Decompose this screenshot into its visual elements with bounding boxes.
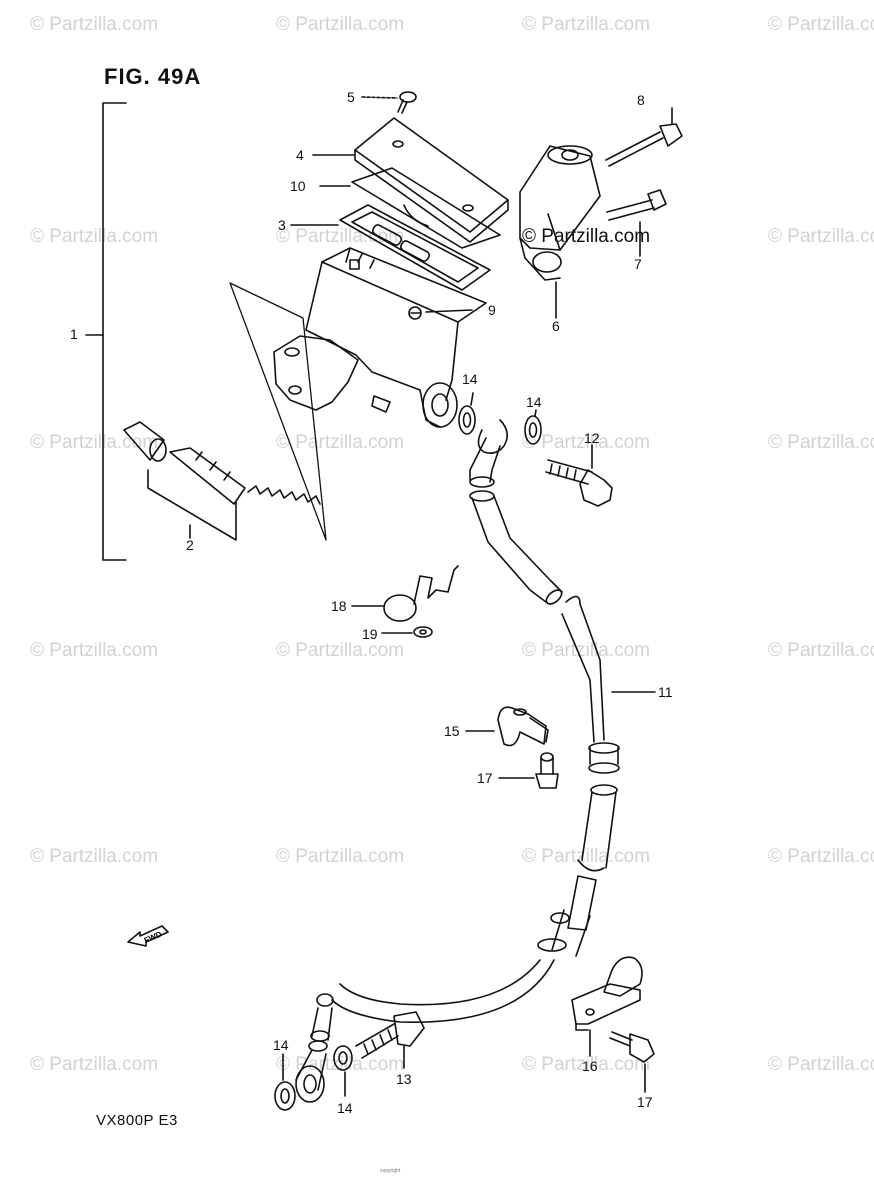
callout-14[interactable]: 14	[337, 1100, 353, 1116]
watermark: © Partzilla.com	[522, 846, 651, 867]
callout-3[interactable]: 3	[278, 217, 286, 233]
footer-note: copyright	[380, 1168, 401, 1174]
watermark: © Partzilla.com	[768, 640, 874, 661]
bolt-part-17	[609, 1031, 655, 1093]
washer-part-14	[528, 422, 538, 438]
callout-13[interactable]: 13	[396, 1071, 412, 1087]
callout-17[interactable]: 17	[637, 1094, 653, 1110]
washer-part-14	[458, 405, 476, 435]
callout-6[interactable]: 6	[552, 318, 560, 334]
watermark: © Partzilla.com	[30, 1054, 159, 1075]
reservoir-cap-part-4	[312, 117, 509, 243]
spring-clip-part-18	[351, 565, 459, 622]
watermark: © Partzilla.com	[30, 432, 159, 453]
watermark: © Partzilla.com	[768, 226, 874, 247]
washer-part-14	[333, 1045, 353, 1071]
watermark: © Partzilla.com	[276, 14, 405, 35]
callout-17[interactable]: 17	[477, 770, 493, 786]
callout-14[interactable]: 14	[462, 371, 478, 387]
watermark: © Partzilla.com	[276, 432, 405, 453]
watermark: © Partzilla.com	[276, 846, 405, 867]
forward-direction-arrow-icon	[127, 925, 169, 947]
diaphragm-part-3	[290, 204, 491, 291]
watermark: © Partzilla.com	[30, 640, 159, 661]
watermark: © Partzilla.com	[768, 846, 874, 867]
exploded-view-guide	[229, 282, 327, 541]
callout-16[interactable]: 16	[582, 1058, 598, 1074]
callout-15[interactable]: 15	[444, 723, 460, 739]
screw-part-9	[408, 306, 473, 320]
washer-part-14	[524, 415, 542, 445]
callout-8[interactable]: 8	[637, 92, 645, 108]
master-cylinder-body	[273, 247, 487, 428]
figure-title: FIG. 49A	[104, 64, 202, 89]
model-code: VX800P E3	[96, 1112, 178, 1129]
watermark: © Partzilla.com	[768, 1054, 874, 1075]
washer-part-14	[274, 1081, 296, 1111]
watermark: © Partzilla.com	[522, 14, 651, 35]
banjo-bolt-part-13	[355, 1011, 425, 1069]
watermark: © Partzilla.com	[276, 640, 405, 661]
washer-part-14	[338, 1051, 348, 1065]
watermark: © Partzilla.com	[522, 1054, 651, 1075]
callout-9[interactable]: 9	[488, 302, 496, 318]
brand-watermark: © Partzilla.com	[522, 226, 651, 247]
watermark: © Partzilla.com	[522, 640, 651, 661]
screw-part-5	[361, 91, 417, 114]
diaphragm-plate-part-10	[319, 167, 501, 249]
watermark: © Partzilla.com	[30, 846, 159, 867]
callout-19[interactable]: 19	[362, 626, 378, 642]
washer-part-14	[280, 1088, 290, 1104]
banjo-bolt-part-12	[545, 444, 613, 507]
watermark: © Partzilla.com	[276, 226, 405, 247]
callout-14[interactable]: 14	[273, 1037, 289, 1053]
assembly-bracket-1	[85, 102, 127, 561]
callout-11[interactable]: 11	[658, 684, 673, 700]
watermark: © Partzilla.com	[522, 432, 651, 453]
watermark: © Partzilla.com	[30, 14, 159, 35]
callout-12[interactable]: 12	[584, 430, 600, 446]
bolt-part-17	[498, 752, 559, 789]
callout-7[interactable]: 7	[634, 256, 642, 272]
watermark: © Partzilla.com	[30, 226, 159, 247]
callout-10[interactable]: 10	[290, 178, 306, 194]
watermark: © Partzilla.com	[768, 432, 874, 453]
watermark: © Partzilla.com	[276, 1054, 405, 1075]
washer-part-14	[462, 412, 472, 428]
callout-18[interactable]: 18	[331, 598, 347, 614]
callout-1[interactable]: 1	[70, 326, 78, 342]
washer-part-19	[381, 626, 433, 638]
piston-kit-part-2	[123, 421, 321, 541]
callout-2[interactable]: 2	[186, 537, 194, 553]
fwd-label: FWD	[143, 930, 164, 946]
clamp-holder-part-6	[519, 145, 601, 319]
bolt-part-8	[605, 107, 683, 167]
callout-5[interactable]: 5	[347, 89, 355, 105]
callout-4[interactable]: 4	[296, 147, 304, 163]
watermark: © Partzilla.com	[768, 14, 874, 35]
bolt-part-7	[606, 189, 667, 257]
hose-bracket-part-16	[571, 956, 643, 1057]
clutch-hose-part-11	[295, 419, 656, 1103]
hose-clamp-part-15	[465, 706, 549, 747]
callout-14[interactable]: 14	[526, 394, 542, 410]
